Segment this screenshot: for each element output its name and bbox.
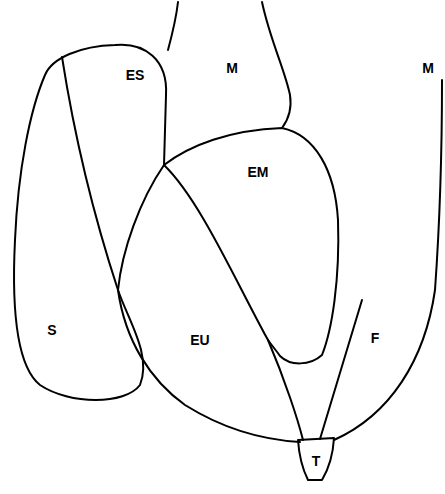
f-left-line (320, 300, 362, 439)
t-outline (298, 438, 334, 480)
region-label: F (369, 329, 382, 347)
region-label: EM (246, 163, 271, 181)
region-letter: M (224, 59, 240, 77)
region-letter: M (422, 61, 434, 75)
m-right-line (262, 2, 291, 128)
eu-bottom-boundary (118, 290, 300, 442)
region-label: T (310, 452, 323, 470)
region-letter: EM (248, 165, 269, 179)
region-letter: T (312, 454, 321, 468)
region-letter: EU (190, 333, 209, 347)
region-letter: M (226, 61, 238, 75)
region-letter: F (371, 331, 380, 345)
f-right-line (334, 80, 442, 440)
region-label: ES (124, 66, 147, 84)
m-left-line (168, 2, 178, 50)
region-letter: M (420, 59, 436, 77)
em-outline (164, 128, 338, 363)
left-region-outline (14, 45, 166, 400)
region-letter: ES (126, 68, 145, 82)
region-label: S (45, 321, 58, 339)
region-label: EU (188, 331, 211, 349)
eu-right-boundary (164, 165, 303, 440)
es-s-divider (62, 57, 118, 290)
region-letter: S (47, 323, 56, 337)
